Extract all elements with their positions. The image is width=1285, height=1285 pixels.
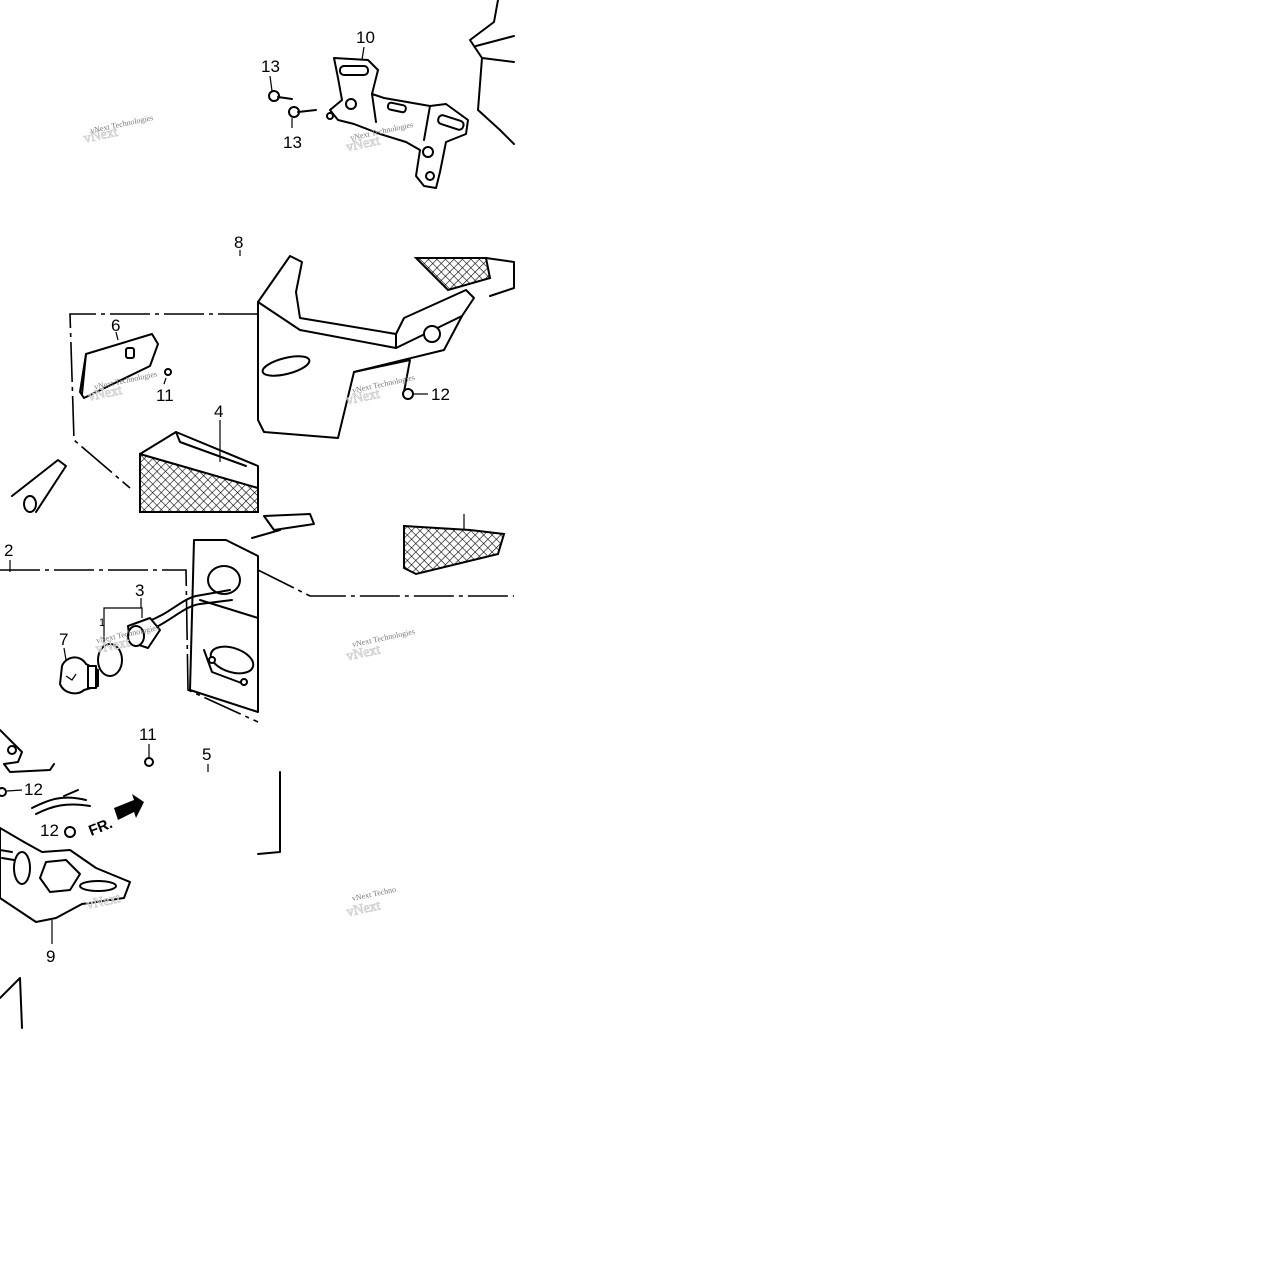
nut-part-12b <box>0 787 23 797</box>
svg-text:vNext: vNext <box>345 643 382 665</box>
svg-text:vNext: vNext <box>85 891 122 913</box>
group-outline-lower <box>0 569 259 723</box>
bulb-part-7 <box>59 656 99 695</box>
callout-7: 7 <box>59 630 68 649</box>
callout-12c: 12 <box>40 821 59 840</box>
callout-1: 1 <box>99 617 105 629</box>
callout-6: 6 <box>111 316 120 335</box>
front-direction-marker <box>114 794 144 820</box>
svg-text:vNext: vNext <box>83 125 120 147</box>
svg-text:vNext Technologies: vNext Technologies <box>351 627 415 649</box>
side-piece-partial <box>11 459 67 513</box>
screw-part-11a <box>163 368 172 385</box>
callout-11b: 11 <box>139 725 157 744</box>
reflector-part-4 <box>139 431 259 513</box>
nut-icon <box>326 112 334 120</box>
watermark-8: vNext vNext Techno <box>345 885 397 921</box>
reflector-bracket-part-6 <box>79 333 159 399</box>
svg-text:vNext: vNext <box>345 898 382 920</box>
bolt-part-13a <box>268 90 293 102</box>
cowl-part-8 <box>257 255 515 439</box>
group-outline-upper <box>69 313 258 489</box>
screw-part-11b <box>144 757 154 767</box>
callout-2: 2 <box>4 541 13 560</box>
leader-6 <box>115 331 119 341</box>
watermark-1: vNext vNext Technologies <box>82 113 154 147</box>
watermark-7: vNext <box>85 891 122 914</box>
front-marker-label: FR. <box>86 815 115 840</box>
frame-edge-lower <box>257 771 281 855</box>
callout-9: 9 <box>46 947 55 966</box>
clip-part <box>251 513 315 539</box>
svg-text:vNext: vNext <box>87 383 124 405</box>
callout-4: 4 <box>214 402 223 421</box>
wire-harness <box>31 789 91 815</box>
watermark-6: vNext vNext Technologies <box>345 627 416 665</box>
leader-10 <box>361 46 365 61</box>
group-outline-right <box>257 569 514 597</box>
nut-part-12c <box>64 826 76 838</box>
callout-12b: 12 <box>24 780 43 799</box>
svg-text:vNext: vNext <box>345 387 382 409</box>
housing-partial-top <box>469 0 515 145</box>
gasket-part-1 <box>97 643 123 677</box>
callout-12a: 12 <box>431 385 450 404</box>
stay-partial-bottom <box>0 977 23 1029</box>
leader-7 <box>63 647 67 661</box>
bracket-partial-left <box>0 729 55 773</box>
taillight-housing <box>189 539 259 713</box>
callout-10: 10 <box>356 28 375 47</box>
bracket-part-9 <box>0 827 131 923</box>
nut-part-12a <box>402 388 428 400</box>
svg-text:vNext Technologies: vNext Technologies <box>90 113 154 135</box>
callout-5: 5 <box>202 745 211 764</box>
side-lens <box>403 514 506 576</box>
callout-8: 8 <box>234 233 243 252</box>
callout-3: 3 <box>135 581 144 600</box>
bolt-part-13b <box>288 106 317 118</box>
leader-13a <box>269 75 273 92</box>
svg-text:vNext: vNext <box>95 635 132 657</box>
bracket-part-10 <box>329 57 469 189</box>
leader-3-bracket <box>103 607 143 618</box>
callout-13a: 13 <box>261 57 280 76</box>
svg-text:vNext: vNext <box>345 133 382 155</box>
callout-13b: 13 <box>283 133 302 152</box>
callout-11a: 11 <box>156 386 174 405</box>
socket-part-3 <box>127 589 233 649</box>
